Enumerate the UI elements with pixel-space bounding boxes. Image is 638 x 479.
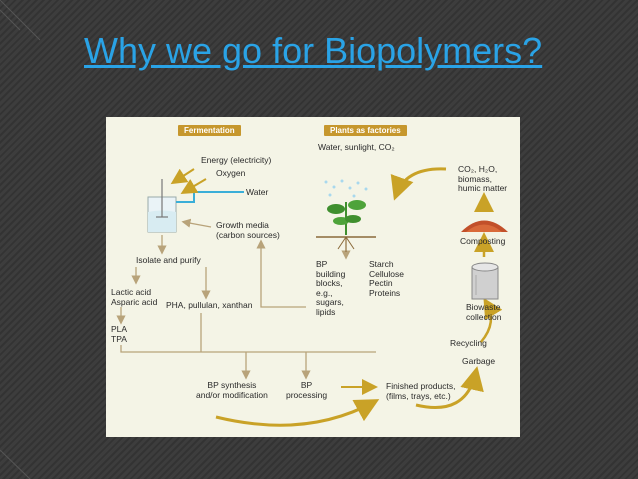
bp-synthesis-label: BP synthesis and/or modification [196,380,268,400]
pla-tpa-label: PLA TPA [111,324,128,344]
pha-label: PHA, pullulan, xanthan [166,300,253,310]
oxygen-label: Oxygen [216,168,246,178]
recycling-label: Recycling [450,338,487,348]
diagram-graphics [116,167,508,427]
biowaste-bin-icon [471,262,499,300]
water-label: Water [246,187,269,197]
plant-icon [316,200,376,252]
finished-products-label: Finished products, (films, trays, etc.) [386,381,456,401]
sunlight-water-icon [324,179,368,198]
fermenter-vessel-icon [147,179,177,233]
isolate-label: Isolate and purify [136,255,201,265]
plants-header: Plants as factories [324,125,407,136]
garbage-label: Garbage [462,356,496,366]
energy-label: Energy (electricity) [201,155,272,165]
starch-label: Starch Cellulose Pectin Proteins [369,259,404,298]
co2-cycle-label: CO₂, H₂O, biomass, humic matter [458,164,508,193]
bp-processing-label: BP processing [286,380,328,400]
compost-pile-icon [461,220,508,232]
fermentation-header: Fermentation [178,125,241,136]
water-pipe-icon [176,191,244,203]
growth-media-label: Growth media (carbon sources) [216,220,280,240]
water-sunlight-label: Water, sunlight, CO₂ [318,142,395,152]
bp-building-blocks-label: BP building blocks, e.g., sugars, lipids [316,259,346,317]
biopolymer-cycle-diagram: Fermentation Plants as factories Energy … [106,117,520,437]
acids-label: Lactic acid Asparic acid [111,287,158,307]
slide-decoration-icon [0,0,41,479]
composting-label: Composting [460,236,506,246]
slide-title: Why we go for Biopolymers? [84,30,543,71]
biowaste-label: Biowaste collection [466,302,502,322]
